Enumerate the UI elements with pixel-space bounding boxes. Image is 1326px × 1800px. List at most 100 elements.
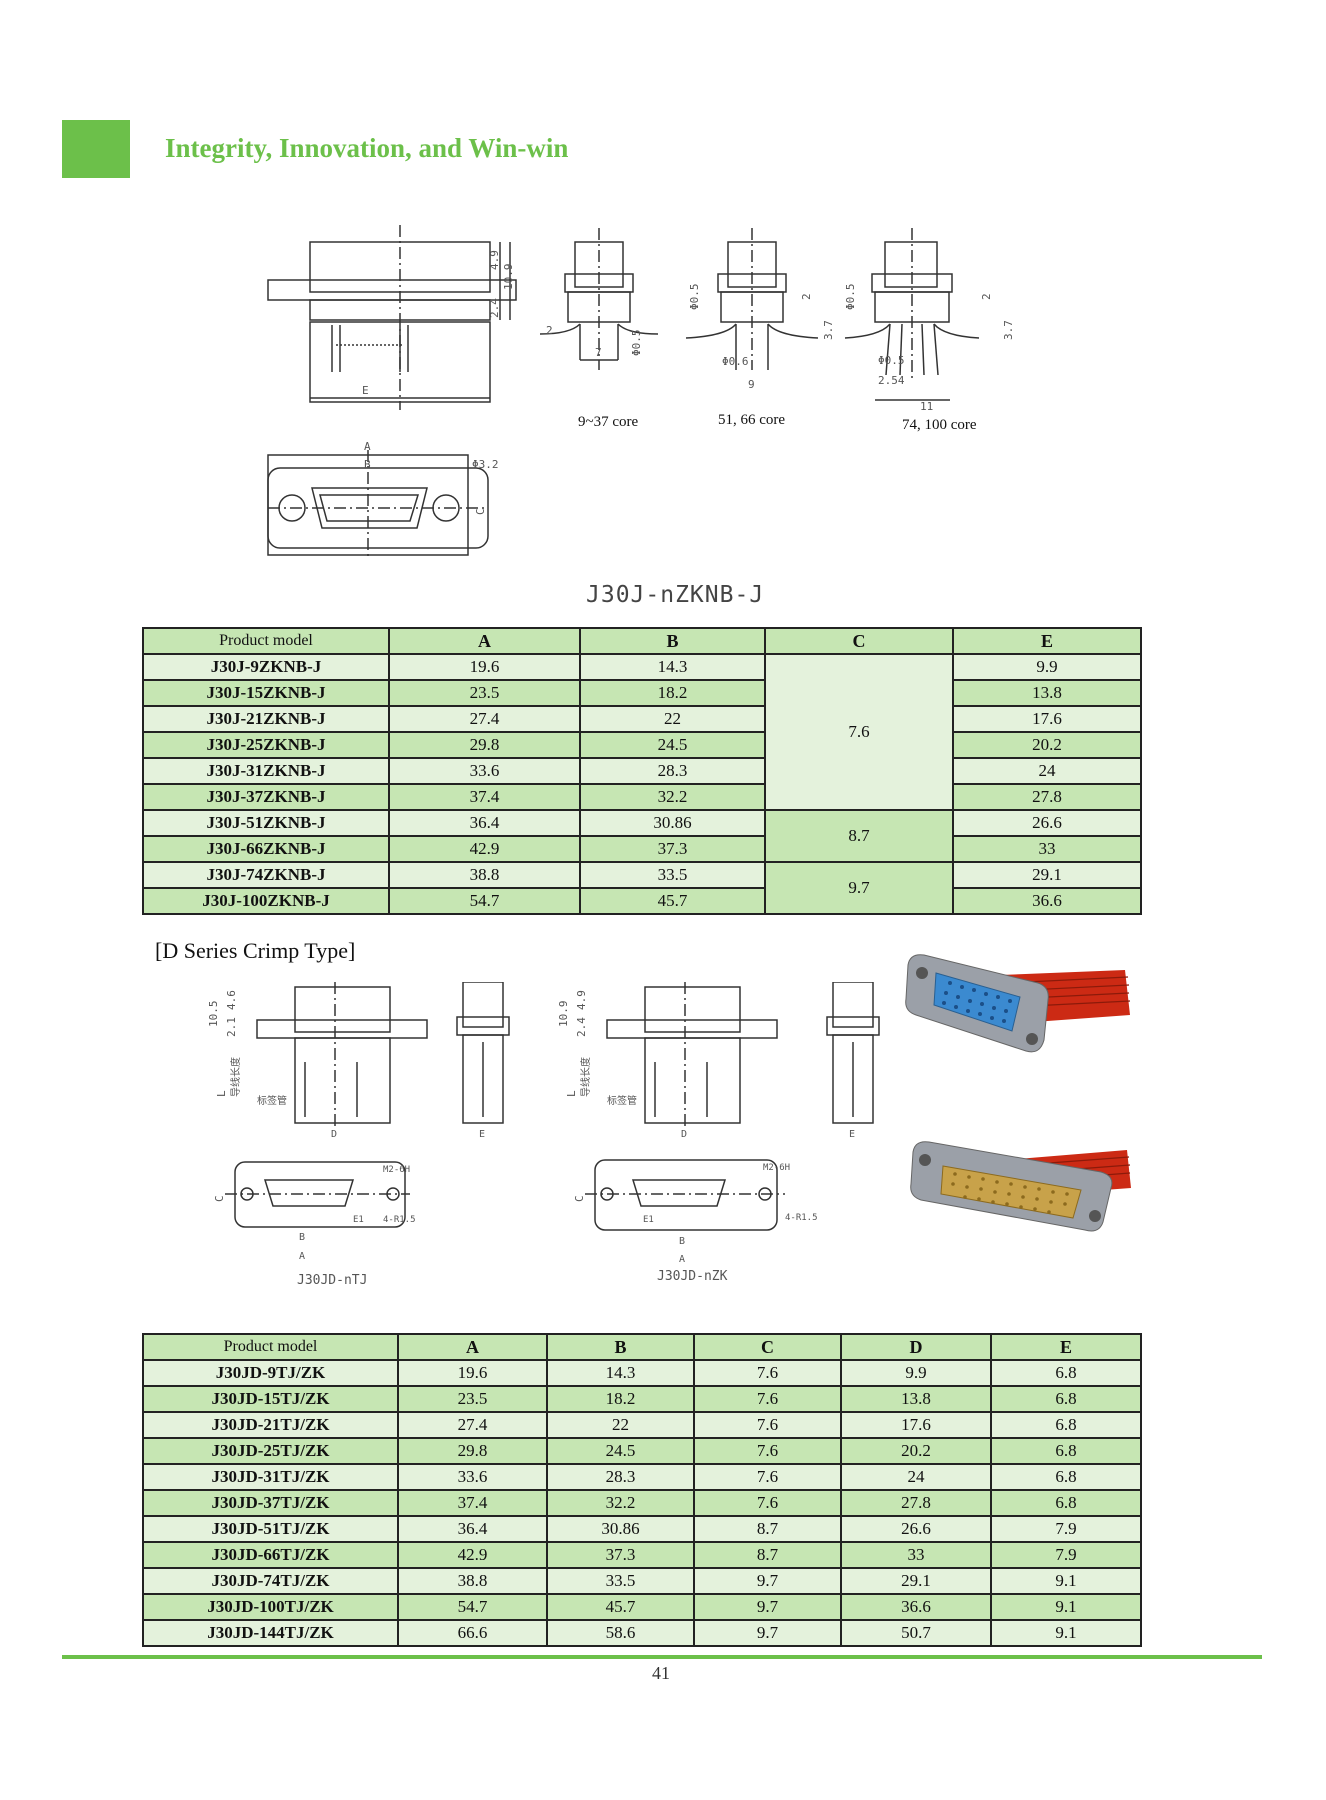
dim-a-front: A bbox=[364, 440, 371, 453]
cell-c: 7.6 bbox=[693, 1385, 842, 1413]
dim-2-1: 2.1 bbox=[225, 1017, 238, 1037]
cell-model: J30JD-37TJ/ZK bbox=[142, 1489, 399, 1517]
cell-e: 24 bbox=[952, 757, 1142, 785]
section-title-d-series: [D Series Crimp Type] bbox=[155, 938, 356, 963]
dim-2-54: 2.54 bbox=[878, 374, 905, 387]
dim-phi-3-2: Φ3.2 bbox=[472, 458, 499, 471]
cell-b: 24.5 bbox=[546, 1437, 695, 1465]
cell-d: 13.8 bbox=[840, 1385, 992, 1413]
table-header-row: Product model A B C D E bbox=[142, 1333, 1142, 1361]
dim-d-left: D bbox=[331, 1129, 337, 1140]
label-wire-length-left: 导线长度 bbox=[229, 1057, 242, 1097]
dim-2-b: 2 bbox=[800, 293, 813, 300]
cell-d: 24 bbox=[840, 1463, 992, 1491]
cell-a: 23.5 bbox=[388, 679, 581, 707]
cell-e: 7.9 bbox=[990, 1541, 1142, 1569]
label-tag-tube-left: 标签管 bbox=[257, 1094, 287, 1107]
table-row: J30J-74ZKNB-J 38.8 33.5 9.7 29.1 bbox=[142, 861, 1142, 915]
cell-b: 30.86 bbox=[546, 1515, 695, 1543]
cell-b: 37.3 bbox=[546, 1541, 695, 1569]
dim-2-4: 2.4 bbox=[488, 298, 501, 318]
cell-model: J30JD-100TJ/ZK bbox=[142, 1593, 399, 1621]
cell-c: 8.7 bbox=[693, 1515, 842, 1543]
dim-c-front: C bbox=[474, 508, 487, 515]
cell-d: 33 bbox=[840, 1541, 992, 1569]
dim-phi-0-5-a: Φ0.5 bbox=[630, 330, 643, 357]
table-row: J30JD-51TJ/ZK 36.4 30.86 8.7 26.6 7.9 bbox=[142, 1515, 1142, 1543]
table-row: J30JD-144TJ/ZK 66.6 58.6 9.7 50.7 9.1 bbox=[142, 1619, 1142, 1647]
cell-c: 9.7 bbox=[693, 1593, 842, 1621]
cell-b: 30.86 bbox=[579, 809, 766, 837]
cell-b: 32.2 bbox=[579, 783, 766, 811]
cell-b: 33.5 bbox=[546, 1567, 695, 1595]
dim-b-left: B bbox=[299, 1232, 305, 1243]
dim-e1-right: E1 bbox=[643, 1215, 654, 1225]
table-row: J30JD-37TJ/ZK 37.4 32.2 7.6 27.8 6.8 bbox=[142, 1489, 1142, 1517]
table-row: J30JD-66TJ/ZK 42.9 37.3 8.7 33 7.9 bbox=[142, 1541, 1142, 1569]
dim-10-5: 10.5 bbox=[207, 1001, 220, 1028]
cell-model: J30J-31ZKNB-J bbox=[142, 757, 390, 785]
cell-e: 36.6 bbox=[952, 887, 1142, 915]
cell-c: 7.6 bbox=[693, 1411, 842, 1439]
header-product-model: Product model bbox=[142, 627, 390, 655]
cell-b: 22 bbox=[579, 705, 766, 733]
dim-2-4-right: 2.4 bbox=[575, 1017, 588, 1037]
cell-a: 36.4 bbox=[388, 809, 581, 837]
cell-e: 29.1 bbox=[952, 861, 1142, 889]
label-tag-tube-right: 标签管 bbox=[607, 1094, 637, 1107]
header-e: E bbox=[990, 1333, 1142, 1361]
spec-table-j30jd: Product model A B C D E J30JD-9TJ/ZK 19.… bbox=[142, 1333, 1142, 1647]
dim-r-right: 4-R1.5 bbox=[785, 1213, 818, 1223]
cell-a: 36.4 bbox=[397, 1515, 548, 1543]
connector-photo-blue bbox=[905, 954, 1131, 1053]
table-row: J30J-37ZKNB-J 37.4 32.2 27.8 bbox=[142, 783, 1142, 811]
header-c: C bbox=[693, 1333, 842, 1361]
dim-a-left: A bbox=[299, 1251, 305, 1262]
dim-4-9: 4.9 bbox=[488, 250, 501, 270]
dim-10-9: 10.9 bbox=[502, 264, 515, 291]
cell-a: 19.6 bbox=[388, 653, 581, 681]
spec-table-zknb: Product model A B C E J30J-9ZKNB-J 19.6 … bbox=[142, 627, 1142, 915]
cell-a: 38.8 bbox=[388, 861, 581, 889]
dim-phi-0-5-d: Φ0.5 bbox=[878, 354, 905, 367]
cell-a: 29.8 bbox=[397, 1437, 548, 1465]
dim-b-right: B bbox=[679, 1236, 685, 1247]
cell-b: 45.7 bbox=[546, 1593, 695, 1621]
cell-e: 6.8 bbox=[990, 1411, 1142, 1439]
cell-b: 18.2 bbox=[579, 679, 766, 707]
cell-model: J30JD-25TJ/ZK bbox=[142, 1437, 399, 1465]
connector-drawing-top: 4.9 10.9 2.4 E 2 7 Φ0.5 Φ0.5 Φ0.6 9 2 3.… bbox=[267, 225, 1015, 560]
dim-4-6: 4.6 bbox=[225, 990, 238, 1010]
caption-51-66-core: 51, 66 core bbox=[718, 412, 786, 428]
header-a: A bbox=[388, 627, 581, 655]
cell-model: J30J-37ZKNB-J bbox=[142, 783, 390, 811]
caption-9-37-core: 9~37 core bbox=[578, 414, 639, 430]
header-b: B bbox=[546, 1333, 695, 1361]
table-row: J30JD-25TJ/ZK 29.8 24.5 7.6 20.2 6.8 bbox=[142, 1437, 1142, 1465]
cell-b: 58.6 bbox=[546, 1619, 695, 1647]
table-row: J30J-66ZKNB-J 42.9 37.3 33 bbox=[142, 835, 1142, 863]
cell-e: 9.9 bbox=[952, 653, 1142, 681]
label-j30jd-nzk: J30JD-nZK bbox=[657, 1269, 728, 1284]
cell-e: 9.1 bbox=[990, 1619, 1142, 1647]
page-number: 41 bbox=[652, 1663, 670, 1683]
dim-a-right: A bbox=[679, 1254, 685, 1265]
table-row: J30JD-21TJ/ZK 27.4 22 7.6 17.6 6.8 bbox=[142, 1411, 1142, 1439]
header-green-block bbox=[62, 120, 130, 178]
cell-model: J30J-15ZKNB-J bbox=[142, 679, 390, 707]
dim-l-right: L bbox=[565, 1090, 578, 1097]
cell-d: 50.7 bbox=[840, 1619, 992, 1647]
dim-l-left: L bbox=[215, 1090, 228, 1097]
dim-2-c: 2 bbox=[980, 293, 993, 300]
cell-d: 20.2 bbox=[840, 1437, 992, 1465]
dim-11: 11 bbox=[920, 400, 933, 413]
table-row: J30J-15ZKNB-J 23.5 18.2 13.8 bbox=[142, 679, 1142, 707]
cell-d: 9.9 bbox=[840, 1359, 992, 1387]
cell-c: 9.7 bbox=[693, 1567, 842, 1595]
cell-a: 66.6 bbox=[397, 1619, 548, 1647]
cell-e: 20.2 bbox=[952, 731, 1142, 759]
cell-a: 38.8 bbox=[397, 1567, 548, 1595]
header-a: A bbox=[397, 1333, 548, 1361]
cell-a: 54.7 bbox=[388, 887, 581, 915]
cell-a: 29.8 bbox=[388, 731, 581, 759]
